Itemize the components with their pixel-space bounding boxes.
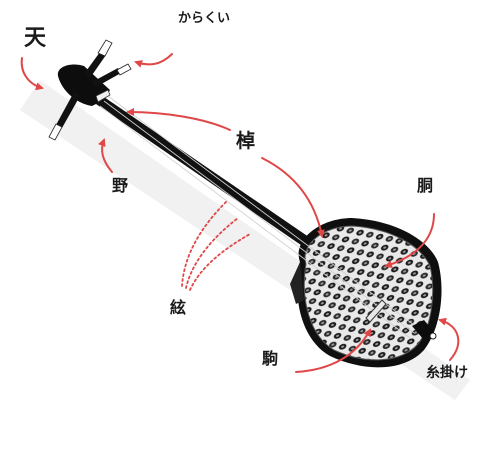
tuning-pegs — [48, 39, 132, 141]
head-tenjin — [57, 64, 111, 106]
arrow-itokake — [438, 317, 460, 361]
label-ten: 天 — [24, 26, 47, 51]
arrow-no — [98, 138, 113, 173]
label-gen: 絃 — [170, 298, 187, 317]
strings — [99, 95, 419, 339]
label-do: 胴 — [417, 176, 434, 195]
neck — [96, 97, 322, 254]
label-sao: 棹 — [236, 130, 256, 152]
arrow-ten — [20, 57, 44, 91]
arrow-sao-upper — [126, 108, 231, 131]
body-drum — [290, 218, 442, 368]
label-koma: 駒 — [262, 349, 279, 368]
arrow-koma — [295, 328, 371, 373]
bridge-koma — [365, 299, 387, 323]
label-karakui: からくい — [178, 11, 231, 26]
gen-dotted-arrows — [181, 201, 251, 291]
arrow-do — [384, 213, 435, 269]
label-no: 野 — [112, 176, 129, 195]
label-itokake: 糸掛け — [426, 365, 468, 381]
pointer-arrows — [20, 53, 460, 373]
arrow-karakui — [134, 53, 173, 68]
arrow-sao-lower — [261, 157, 325, 238]
tailpiece-itokake — [412, 320, 437, 340]
